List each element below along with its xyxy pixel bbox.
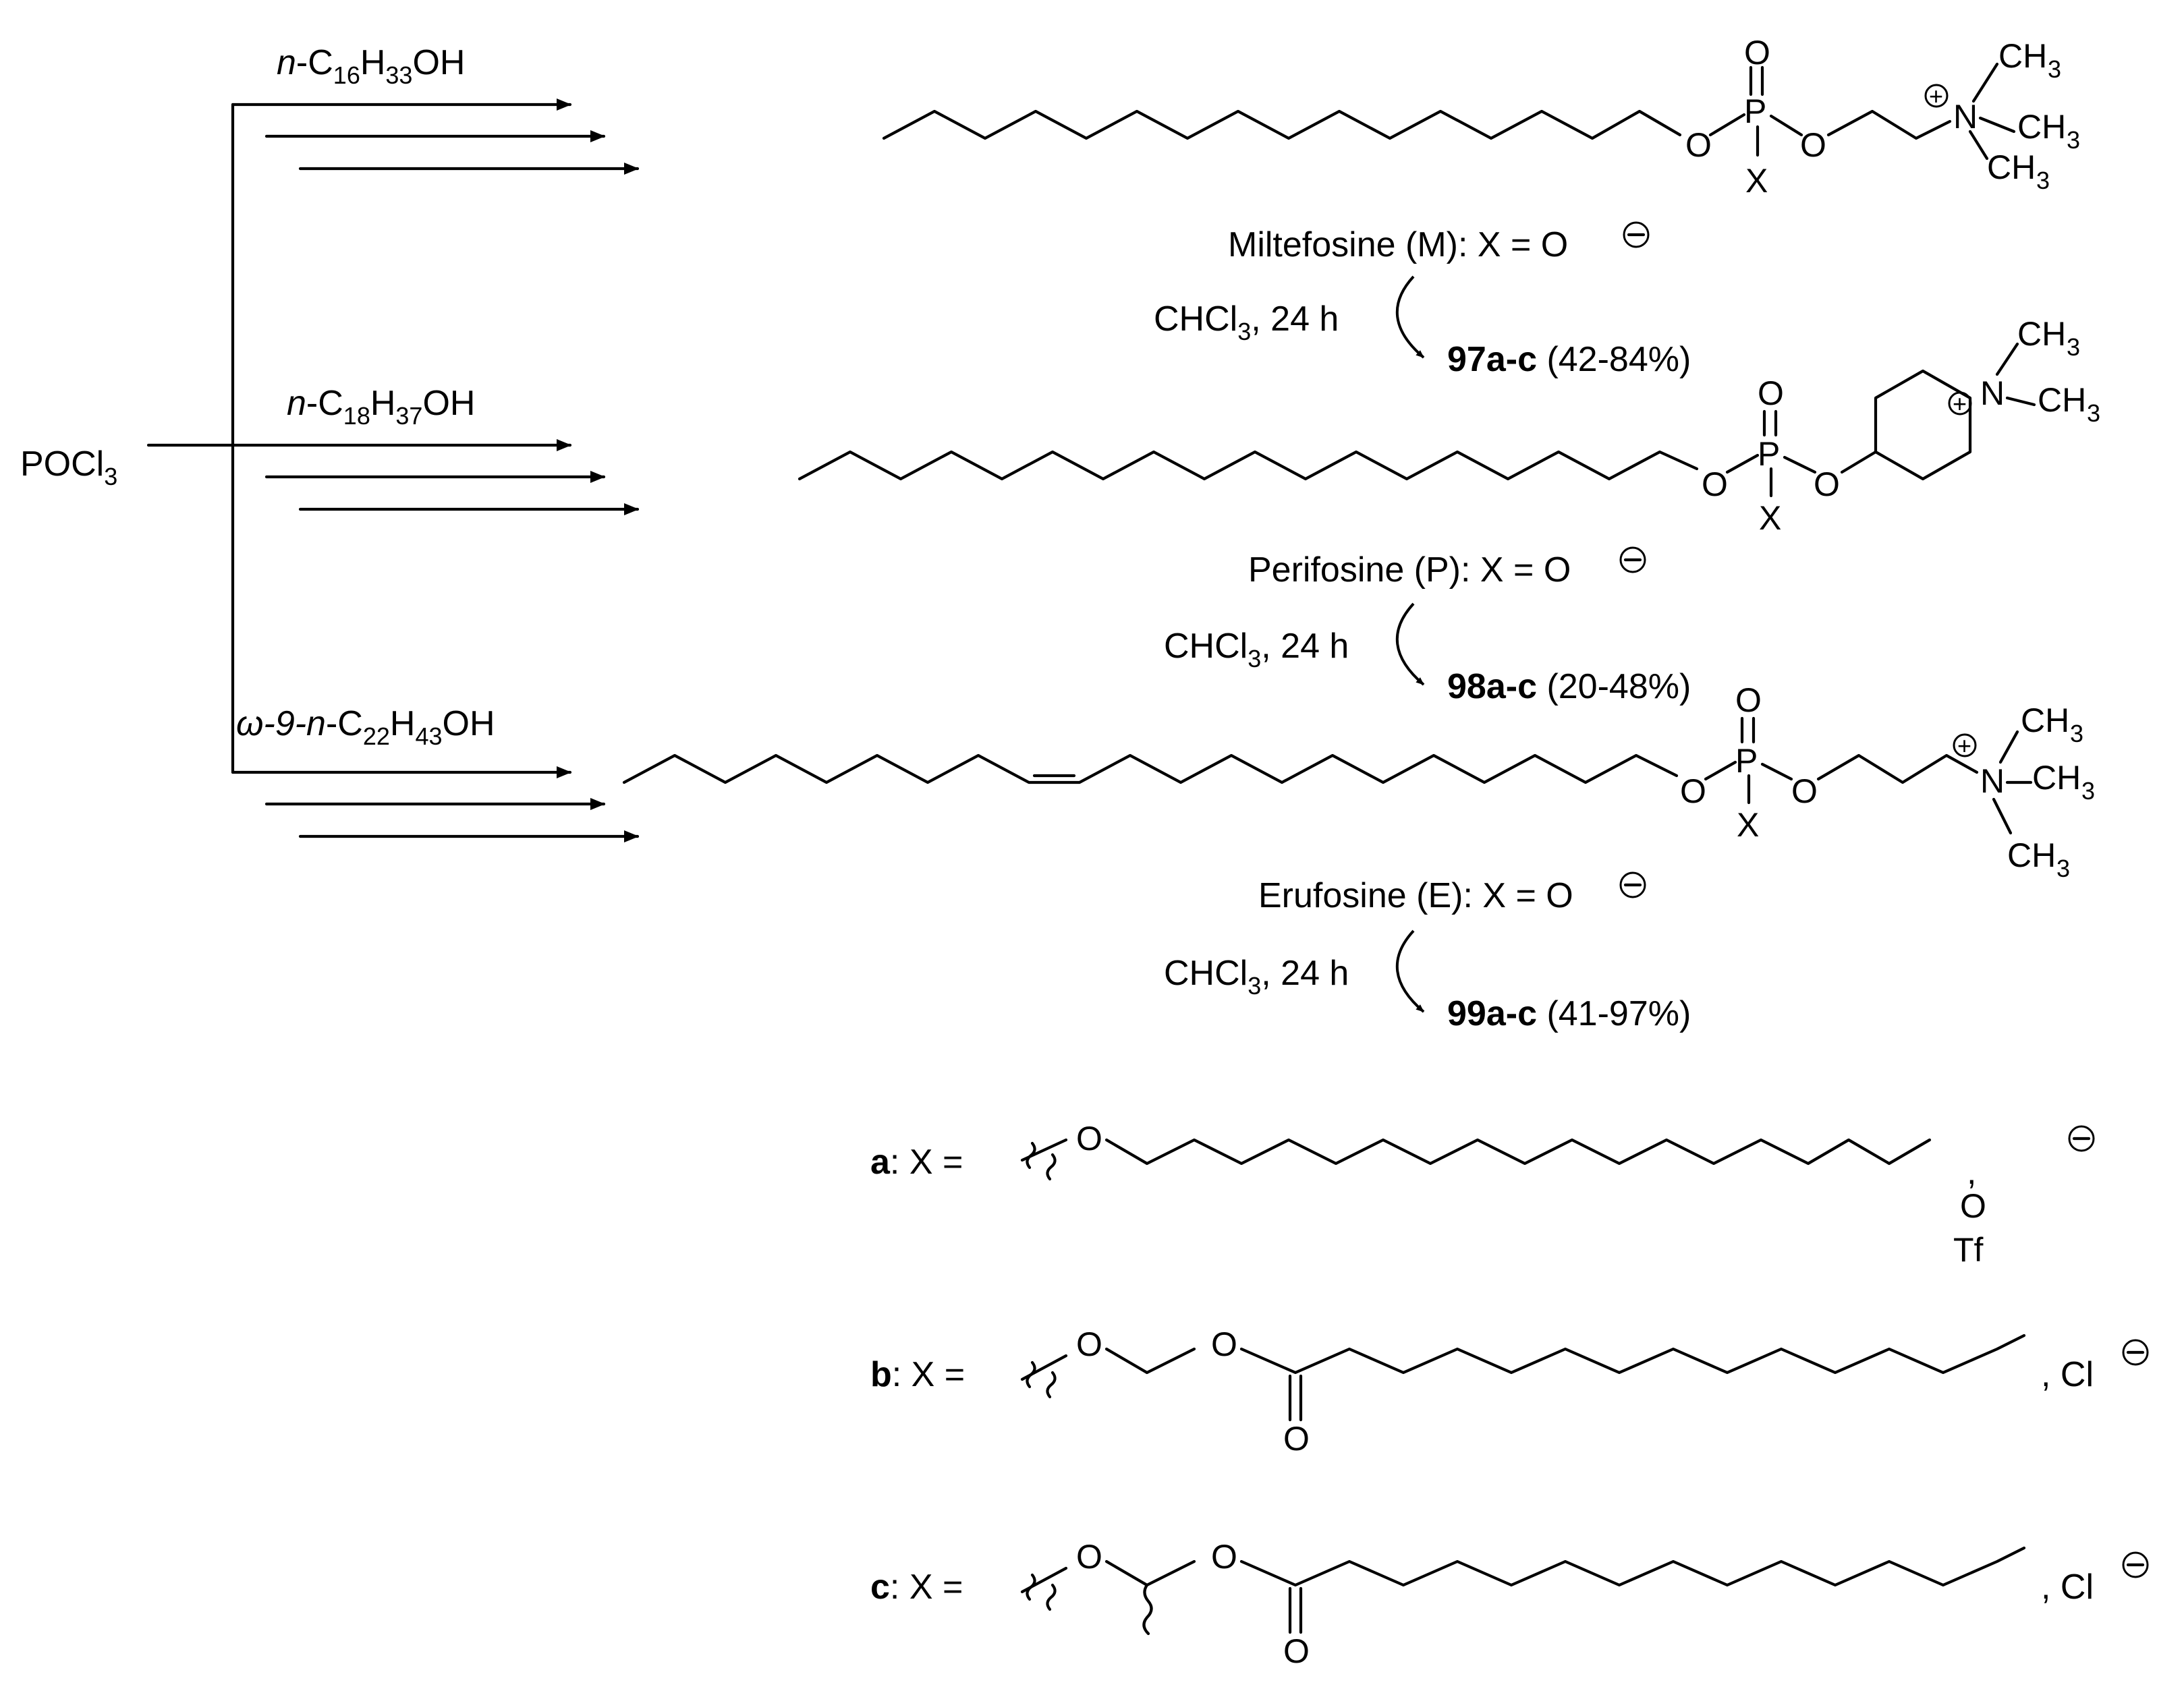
branch-lines bbox=[146, 103, 235, 774]
drug-name-2: Perifosine (P): X = O bbox=[1248, 550, 1571, 590]
svg-text:+: + bbox=[1929, 82, 1943, 110]
alcohol-label-2: n-C18H37OH bbox=[287, 384, 475, 430]
svg-text:,: , bbox=[1967, 1153, 1976, 1192]
svg-text:b: X =: b: X = bbox=[870, 1355, 965, 1394]
drug-anion-3 bbox=[1619, 871, 1646, 898]
svg-text:+: + bbox=[1957, 732, 1971, 759]
svg-text:O: O bbox=[1076, 1325, 1102, 1363]
svg-text:3: 3 bbox=[2056, 855, 2070, 882]
drug-name-1: Miltefosine (M): X = O bbox=[1228, 225, 1568, 264]
svg-text:CH: CH bbox=[2017, 108, 2066, 146]
svg-text:O: O bbox=[1076, 1538, 1102, 1576]
svg-text:O: O bbox=[1735, 681, 1762, 719]
arrow-group-3 bbox=[231, 766, 640, 842]
svg-text:O: O bbox=[1744, 34, 1770, 71]
substituent-c: c: X = O O O , Cl bbox=[870, 1538, 2149, 1670]
svg-text:P: P bbox=[1744, 92, 1766, 130]
curved-arrow-3 bbox=[1395, 929, 1425, 1013]
reaction-cond-3: CHCl3, 24 h bbox=[1164, 954, 1349, 1000]
svg-text:O: O bbox=[1791, 772, 1818, 810]
svg-text:O: O bbox=[1758, 374, 1784, 412]
reagent-label: POCl3 bbox=[20, 444, 117, 490]
svg-text:CH: CH bbox=[2017, 315, 2066, 353]
svg-text:O: O bbox=[1800, 126, 1826, 164]
drug-name-3: Erufosine (E): X = O bbox=[1258, 876, 1573, 915]
svg-text:X: X bbox=[1737, 806, 1759, 844]
svg-text:O: O bbox=[1685, 126, 1712, 164]
substituent-a: a: X = O , O Tf bbox=[870, 1120, 2095, 1269]
svg-text:3: 3 bbox=[2036, 167, 2050, 194]
svg-text:3: 3 bbox=[2067, 126, 2080, 154]
svg-text:CH: CH bbox=[1987, 148, 2036, 186]
svg-text:O: O bbox=[1283, 1420, 1310, 1458]
drug-anion-2 bbox=[1619, 546, 1646, 573]
svg-text:+: + bbox=[1953, 390, 1967, 418]
svg-text:X: X bbox=[1759, 499, 1781, 537]
svg-text:O: O bbox=[1702, 465, 1728, 503]
svg-text:3: 3 bbox=[2070, 720, 2083, 747]
svg-text:3: 3 bbox=[2067, 333, 2080, 361]
reaction-cond-1: CHCl3, 24 h bbox=[1154, 299, 1339, 345]
svg-text:O: O bbox=[1680, 772, 1706, 810]
svg-text:, Cl: , Cl bbox=[2041, 1355, 2094, 1394]
svg-text:O: O bbox=[1814, 465, 1840, 503]
svg-text:O: O bbox=[1960, 1187, 1986, 1225]
arrow-group-1 bbox=[231, 98, 640, 175]
drug-anion-1 bbox=[1623, 221, 1650, 248]
svg-text:Tf: Tf bbox=[1953, 1231, 1984, 1269]
svg-text:3: 3 bbox=[2081, 777, 2095, 805]
svg-text:c: X =: c: X = bbox=[870, 1568, 963, 1607]
svg-text:, Cl: , Cl bbox=[2041, 1568, 2094, 1607]
substituent-b: b: X = O O O , Cl bbox=[870, 1325, 2149, 1458]
svg-text:CH: CH bbox=[2021, 701, 2069, 739]
svg-text:CH: CH bbox=[2007, 836, 2056, 874]
product-2: 98a-c (20-48%) bbox=[1447, 667, 1691, 706]
svg-text:CH: CH bbox=[1998, 37, 2047, 75]
svg-text:O: O bbox=[1076, 1120, 1102, 1157]
svg-text:a: X =: a: X = bbox=[870, 1143, 963, 1182]
svg-text:3: 3 bbox=[2048, 55, 2061, 83]
reaction-cond-2: CHCl3, 24 h bbox=[1164, 627, 1349, 672]
svg-text:O: O bbox=[1283, 1632, 1310, 1670]
svg-text:N: N bbox=[1980, 374, 2005, 412]
arrow-group-2 bbox=[231, 439, 640, 515]
curved-arrow-1 bbox=[1395, 275, 1425, 359]
alcohol-label-1: n-C16H33OH bbox=[277, 43, 465, 89]
alcohol-label-3: ω-9-n-C22H43OH bbox=[236, 704, 495, 750]
curved-arrow-2 bbox=[1395, 602, 1425, 686]
svg-text:N: N bbox=[1980, 762, 2005, 800]
product-1: 97a-c (42-84%) bbox=[1447, 340, 1691, 379]
product-3: 99a-c (41-97%) bbox=[1447, 994, 1691, 1033]
svg-text:O: O bbox=[1211, 1325, 1237, 1363]
svg-text:P: P bbox=[1735, 742, 1758, 780]
svg-text:CH: CH bbox=[2032, 759, 2081, 797]
svg-text:X: X bbox=[1745, 162, 1768, 200]
svg-text:N: N bbox=[1953, 98, 1978, 136]
svg-text:P: P bbox=[1758, 435, 1780, 473]
svg-text:CH: CH bbox=[2038, 381, 2086, 419]
svg-text:3: 3 bbox=[2087, 399, 2100, 427]
svg-text:O: O bbox=[1211, 1538, 1237, 1576]
